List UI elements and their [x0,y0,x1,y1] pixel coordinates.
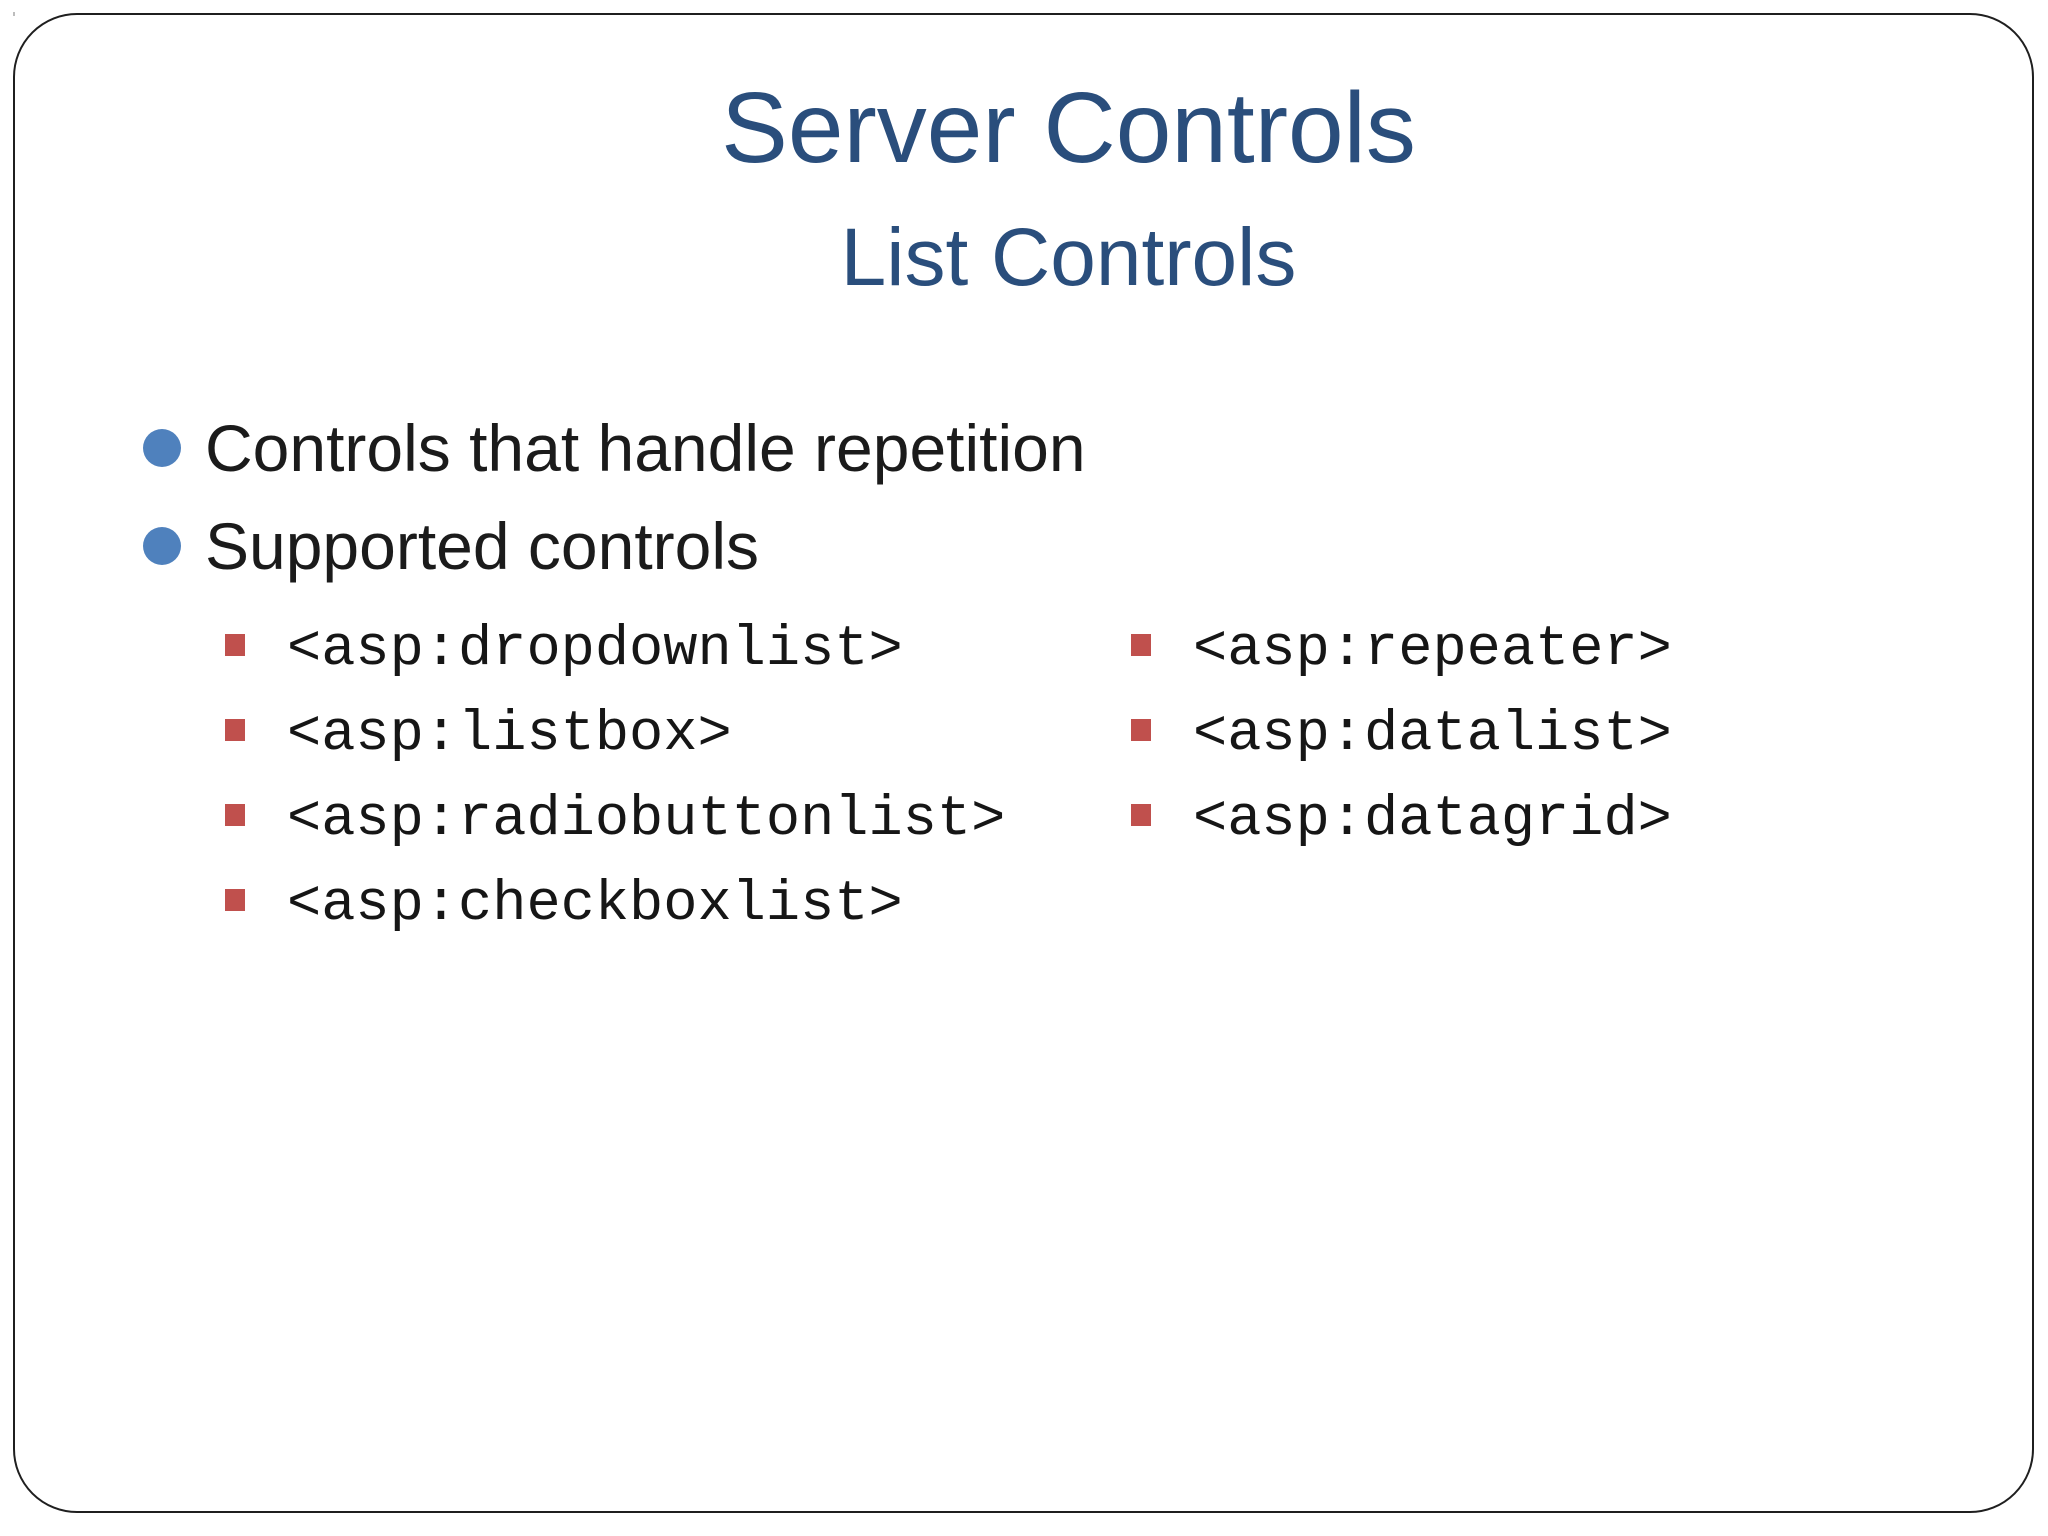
square-bullet-icon [225,888,245,911]
sub-bullet-label: <asp:checkboxlist> [287,872,903,937]
sub-bullet-dropdownlist: <asp:dropdownlist> [225,607,1005,692]
scan-artifact-dot [13,12,15,16]
sub-bullet-datalist: <asp:datalist> [1131,692,1672,777]
supported-controls-left-column: <asp:dropdownlist> <asp:listbox> <asp:ra… [225,607,1005,947]
sub-bullet-listbox: <asp:listbox> [225,692,1005,777]
slide-subtitle: List Controls [840,212,1297,303]
square-bullet-icon [1131,633,1151,656]
sub-bullet-label: <asp:dropdownlist> [287,617,903,682]
square-bullet-icon [225,803,245,826]
slide-title: Server Controls [721,72,1416,184]
sub-bullet-radiobuttonlist: <asp:radiobuttonlist> [225,777,1005,862]
supported-controls-right-column: <asp:repeater> <asp:datalist> <asp:datag… [1131,607,1672,862]
sub-bullet-label: <asp:repeater> [1193,617,1672,682]
bullet-item-label: Supported controls [205,509,760,583]
sub-bullet-label: <asp:datagrid> [1193,787,1672,852]
bullet-list: Controls that handle repetition Supporte… [143,411,1086,607]
sub-bullet-label: <asp:datalist> [1193,702,1672,767]
square-bullet-icon [1131,803,1151,826]
bullet-item-repetition: Controls that handle repetition [143,411,1086,485]
sub-bullet-checkboxlist: <asp:checkboxlist> [225,862,1005,947]
bullet-item-supported-controls: Supported controls [143,509,1086,583]
square-bullet-icon [225,633,245,656]
square-bullet-icon [225,718,245,741]
sub-bullet-label: <asp:listbox> [287,702,732,767]
slide-frame: Server Controls List Controls Controls t… [13,13,2034,1513]
circle-bullet-icon [143,429,181,467]
sub-bullet-datagrid: <asp:datagrid> [1131,777,1672,862]
square-bullet-icon [1131,718,1151,741]
circle-bullet-icon [143,527,181,565]
bullet-item-label: Controls that handle repetition [205,411,1086,485]
sub-bullet-repeater: <asp:repeater> [1131,607,1672,692]
sub-bullet-label: <asp:radiobuttonlist> [287,787,1006,852]
